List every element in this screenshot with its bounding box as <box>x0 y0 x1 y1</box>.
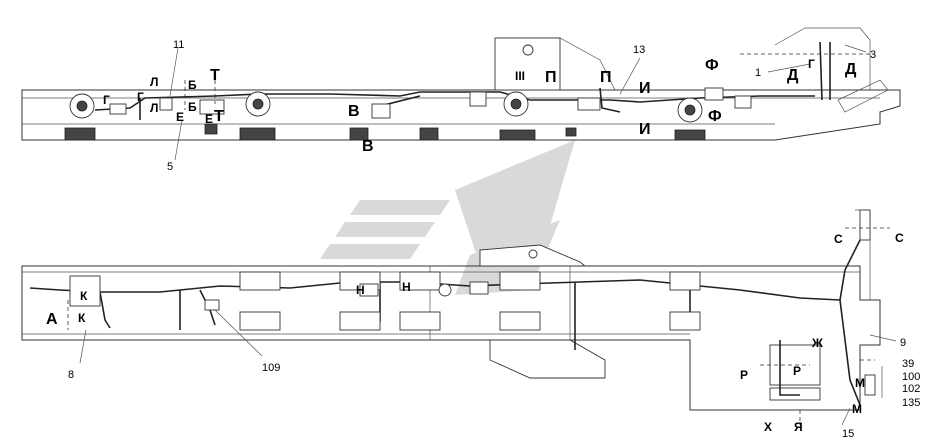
section-label-k1: К <box>80 289 88 303</box>
section-label-v2: В <box>362 138 374 155</box>
section-label-v1: В <box>348 103 360 120</box>
section-label-t2: Т <box>214 108 224 125</box>
section-label-r2: Р <box>793 364 801 378</box>
callout-11: 11 <box>173 39 184 51</box>
section-label-f2: Ф <box>708 108 722 125</box>
callout-109: 109 <box>262 362 280 374</box>
section-label-zh: Ж <box>811 336 823 350</box>
callout-135: 135 <box>902 397 920 409</box>
section-label-p1: П <box>545 69 557 86</box>
section-label-b1: Б <box>188 78 197 92</box>
bottom-view <box>21 209 897 426</box>
section-label-l2: Л <box>150 101 158 115</box>
section-label-s2: С <box>895 231 904 245</box>
callout-3: 3 <box>870 49 876 61</box>
section-label-d1: Д <box>787 67 799 84</box>
section-label-a: А <box>46 311 58 328</box>
section-label-k2: К <box>78 311 86 325</box>
section-label-m2: М <box>852 402 862 416</box>
section-label-iii: III <box>515 69 525 83</box>
section-label-s1: С <box>834 232 843 246</box>
callout-39: 39 <box>902 358 914 370</box>
section-label-x: Х <box>764 420 772 434</box>
callout-100: 100 <box>902 371 920 383</box>
callout-5: 5 <box>167 161 173 173</box>
section-label-h2: Н <box>402 280 411 294</box>
section-label-r1: Р <box>740 368 748 382</box>
callout-9: 9 <box>900 337 906 349</box>
section-label-b2: Б <box>188 100 197 114</box>
section-label-t1: Т <box>210 67 220 84</box>
section-label-l1: Л <box>150 75 158 89</box>
callout-13: 13 <box>633 44 645 56</box>
section-label-e2: Е <box>205 112 213 126</box>
callout-102: 102 <box>902 383 920 395</box>
section-label-i2: И <box>639 121 651 138</box>
section-label-m1: М <box>855 376 865 390</box>
callout-1: 1 <box>755 67 761 79</box>
section-label-f1: Ф <box>705 57 719 74</box>
section-label-i1: И <box>639 80 651 97</box>
callout-15: 15 <box>842 428 854 440</box>
section-label-h1: Н <box>356 283 365 297</box>
section-label-p2: П <box>600 69 612 86</box>
callout-8: 8 <box>68 369 74 381</box>
section-label-e1: Е <box>176 110 184 124</box>
section-label-d2: Д <box>845 61 857 78</box>
section-label-g1: Г <box>103 93 110 107</box>
section-label-g3: Г <box>808 57 815 71</box>
top-view <box>21 27 901 161</box>
section-label-ya: Я <box>794 420 803 434</box>
section-label-g2: Г <box>137 90 144 104</box>
